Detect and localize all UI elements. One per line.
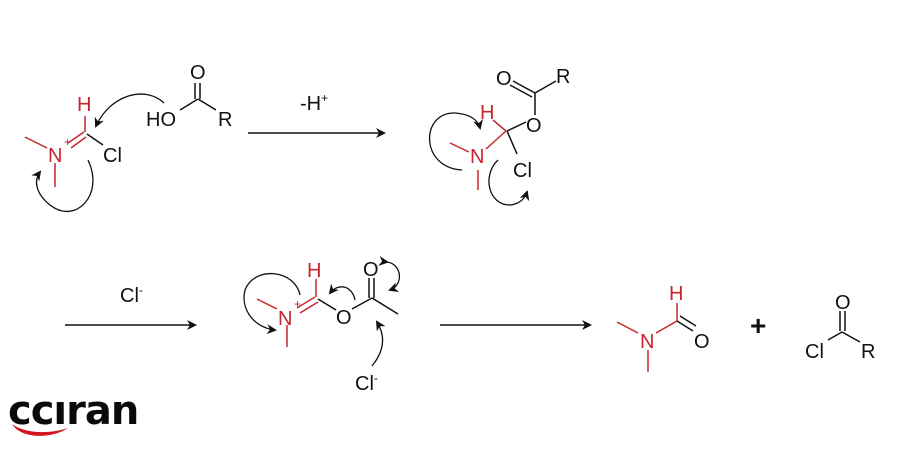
atom-nitrogen: N xyxy=(278,308,292,330)
atom-oxygen: O xyxy=(336,307,352,329)
reagent-label: Cl- xyxy=(120,283,143,307)
atom-chlorine: Cl xyxy=(805,341,824,363)
curved-arrow xyxy=(488,159,530,206)
atom-oxygen: O xyxy=(190,62,206,84)
positive-charge: + xyxy=(294,297,301,311)
dmf-product: H N O xyxy=(616,283,710,372)
cciran-logo: ccıran xyxy=(8,388,139,436)
plus-sign: + xyxy=(750,310,766,341)
atom-nitrogen: N xyxy=(640,331,654,353)
curved-arrow xyxy=(243,273,301,335)
iminium-chloride: N + H Cl xyxy=(24,94,122,212)
chloride-ion: Cl- xyxy=(355,371,378,395)
atom-hydrogen: H xyxy=(77,94,91,116)
acyloxy-iminium: H N + O O Cl- xyxy=(243,255,401,395)
curved-arrow xyxy=(371,320,386,367)
curved-arrow xyxy=(31,159,94,212)
atom-hydrogen: H xyxy=(669,283,683,305)
acyl-chloride-product: O Cl R xyxy=(805,292,875,363)
atom-chlorine: Cl xyxy=(513,160,532,182)
positive-charge: + xyxy=(64,135,71,149)
atom-oxygen: O xyxy=(496,68,512,90)
atom-chlorine: Cl xyxy=(103,145,122,167)
curved-arrow xyxy=(328,283,356,301)
atom-hydrogen: H xyxy=(307,260,321,282)
double-headed-arrow xyxy=(378,255,401,293)
curved-arrow xyxy=(428,112,483,171)
carboxylic-acid: HO O R xyxy=(94,62,232,131)
reagent-label: -H+ xyxy=(300,91,328,115)
atom-oxygen: O xyxy=(363,259,379,281)
atom-r: R xyxy=(861,341,875,363)
atom-oxygen: O xyxy=(694,331,710,353)
curved-arrow xyxy=(94,93,165,128)
atom-oxygen: O xyxy=(526,115,542,137)
tetrahedral-intermediate: O R O H N Cl xyxy=(428,66,570,206)
atom-oxygen: O xyxy=(835,292,851,314)
atom-hydrogen: H xyxy=(480,102,494,124)
atom-hydroxyl: HO xyxy=(146,109,176,131)
svg-text:ccıran: ccıran xyxy=(8,388,138,434)
atom-nitrogen: N xyxy=(470,146,484,168)
atom-r: R xyxy=(556,66,570,88)
atom-r: R xyxy=(218,109,232,131)
atom-nitrogen: N xyxy=(48,145,62,167)
